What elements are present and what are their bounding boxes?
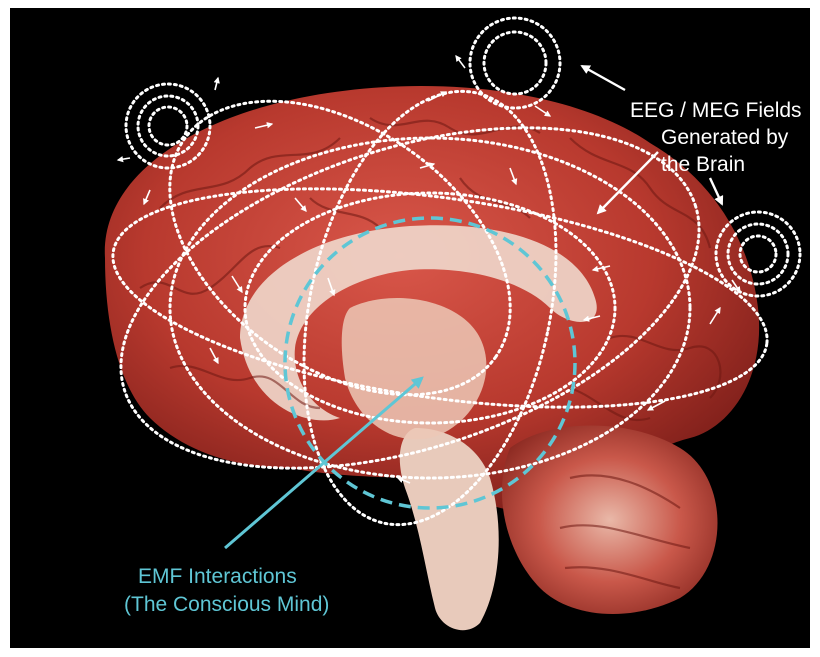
cerebellum <box>502 426 718 615</box>
eeg-label-line3: the Brain <box>661 152 745 177</box>
eeg-label-line2: Generated by <box>661 125 788 150</box>
emf-label-line1: EMF Interactions <box>138 564 297 589</box>
figure-frame: EEG / MEG Fields Generated by the Brain … <box>10 8 810 648</box>
emf-label-line2: (The Conscious Mind) <box>124 592 329 617</box>
eeg-label-line1: EEG / MEG Fields <box>630 98 802 123</box>
